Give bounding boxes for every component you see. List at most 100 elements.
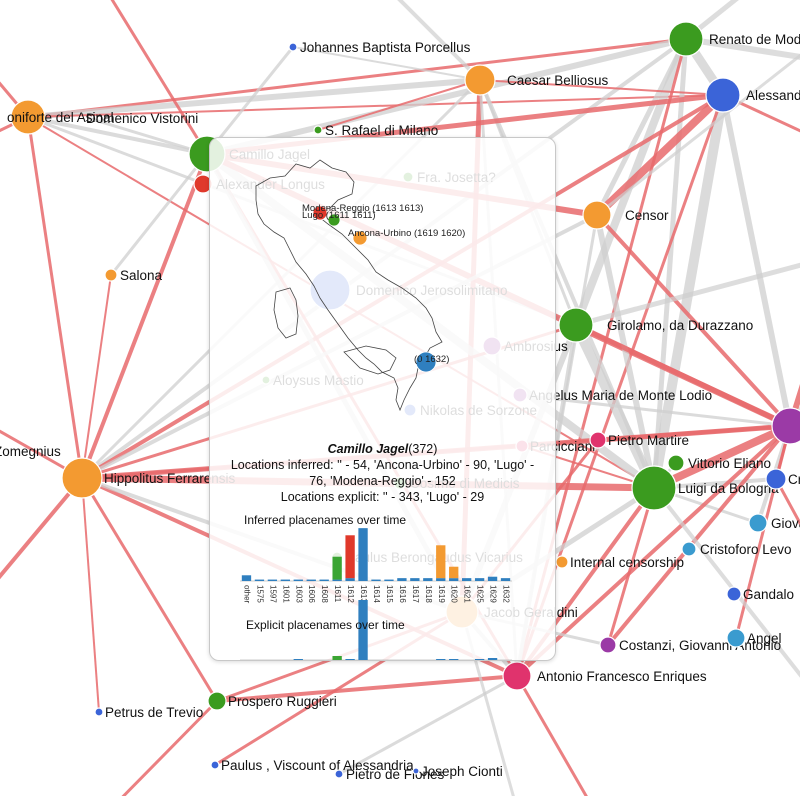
inferred-chart-title: Inferred placenames over time: [244, 513, 407, 527]
bar-inferred-placenames-over-time-1606-unlabelled: [306, 579, 316, 581]
node-v[interactable]: V: [771, 407, 800, 445]
node-joseph-cionti[interactable]: Joseph Cionti: [412, 764, 503, 779]
node-v-circle[interactable]: [771, 407, 800, 445]
tick-1597: 1597: [268, 585, 277, 603]
node-renato-de-mod[interactable]: Renato de Mod: [668, 21, 800, 57]
node-alessandr-circle[interactable]: [705, 77, 741, 113]
bar-inferred-placenames-over-time-1617-unlabelled: [410, 578, 420, 581]
tick-1606: 1606: [307, 585, 316, 603]
node-prospero-ruggieri-circle[interactable]: [207, 691, 227, 711]
sicily-outline: [343, 345, 397, 375]
node-oniforte-del-asinal-circle[interactable]: [10, 99, 46, 135]
node-antonio-francesco-enriques-circle[interactable]: [502, 661, 532, 691]
bar-inferred-placenames-over-time-1603-unlabelled: [293, 579, 303, 581]
edge-johannes-baptista-porcellus-caesar-belliosus: [292, 46, 481, 81]
node-s-rafael-di-milano-circle[interactable]: [313, 125, 323, 135]
node-petrus-de-trevio-circle[interactable]: [94, 707, 104, 717]
node-domenico-vistorini[interactable]: Domenico Vistorini: [86, 111, 198, 126]
node-joseph-cionti-circle[interactable]: [412, 767, 420, 775]
bar-inferred-placenames-over-time-1619-unlabelled: [436, 578, 446, 581]
node-girolamo-da-durazzano[interactable]: Girolamo, da Durazzano: [558, 307, 753, 343]
node-vittorio-eliano-circle[interactable]: [667, 454, 685, 472]
node-luigi-da-bologna[interactable]: Luigi da Bologna: [631, 465, 779, 511]
bar-explicit-placenames-over-time-1611-lugo: [332, 656, 342, 660]
bar-inferred-placenames-over-time-1612-modena-reggio: [345, 535, 355, 579]
node-oniforte-del-asinal[interactable]: oniforte del Asinal: [7, 99, 114, 135]
node-johannes-baptista-porcellus-circle[interactable]: [288, 42, 298, 52]
tick-1625: 1625: [476, 585, 485, 603]
node-cri-circle[interactable]: [765, 468, 787, 490]
bar-explicit-placenames-over-time-1629-unlabelled: [487, 658, 498, 660]
node-paulus-viscount-of-alessandria[interactable]: Paulus , Viscount of Alessandria: [210, 758, 414, 773]
node-angel[interactable]: Angel: [726, 628, 782, 648]
sardinia-outline: [273, 287, 299, 339]
bar-inferred-placenames-over-time-1620-unlabelled: [449, 578, 459, 581]
node-cri[interactable]: Cri: [765, 468, 800, 490]
edge-alessandr-censor: [594, 92, 726, 218]
node-censor-circle[interactable]: [582, 200, 612, 230]
node-girolamo-da-durazzano-circle[interactable]: [558, 307, 594, 343]
node-cristoforo-levo[interactable]: Cristoforo Levo: [681, 541, 792, 557]
node-pietro-martire-circle[interactable]: [589, 431, 607, 449]
node-pietro-de-fiones[interactable]: Pietro de Fiones: [334, 767, 445, 782]
node-caesar-belliosus[interactable]: Caesar Belliosus: [464, 64, 609, 96]
node-salona-circle[interactable]: [104, 268, 118, 282]
node-paulus-viscount-of-alessandria-label: Paulus , Viscount of Alessandria: [221, 758, 414, 773]
bar-inferred-placenames-over-time-1613-unlabelled: [358, 528, 368, 581]
node-pietro-de-fiones-circle[interactable]: [334, 769, 344, 779]
node-giova-circle[interactable]: [748, 513, 768, 533]
node-gandalo[interactable]: Gandalo: [726, 586, 794, 602]
node-caesar-belliosus-circle[interactable]: [464, 64, 496, 96]
node-prospero-ruggieri-label: Prospero Ruggieri: [228, 694, 337, 709]
tick-1619: 1619: [437, 585, 446, 603]
node-gandalo-circle[interactable]: [726, 586, 742, 602]
node-antonio-francesco-enriques[interactable]: Antonio Francesco Enriques: [502, 661, 707, 691]
tick-1601: 1601: [281, 585, 290, 603]
node-cristoforo-levo-circle[interactable]: [681, 541, 697, 557]
edge-angelus-maria-de-monte-lodio-v: [519, 393, 791, 428]
node-angel-label: Angel: [747, 631, 782, 646]
node-petrus-de-trevio[interactable]: Petrus de Trevio: [94, 705, 203, 720]
map-label-ancona-urbino-1619-1620: Ancona-Urbino (1619 1620): [348, 228, 465, 239]
node-salona[interactable]: Salona: [104, 268, 163, 283]
node-vittorio-eliano[interactable]: Vittorio Eliano: [667, 454, 771, 472]
node-pietro-martire[interactable]: Pietro Martire: [589, 431, 689, 449]
node-prospero-ruggieri[interactable]: Prospero Ruggieri: [207, 691, 337, 711]
bar-inferred-placenames-over-time-1608-unlabelled: [319, 579, 329, 581]
node-hippolitus-ferrarensis[interactable]: Hippolitus Ferrarensis: [61, 457, 236, 499]
edge-luigi-da-bologna-v: [652, 422, 792, 492]
tick-1621: 1621: [463, 585, 472, 603]
edge-renato-de-mod-luigi-da-bologna: [651, 38, 689, 489]
map-label-modena-reggio-1613-1613: Modena-Reggio (1613 1613): [302, 203, 423, 214]
node-internal-censorship-circle[interactable]: [555, 555, 569, 569]
edge-girolamo-da-durazzano-v: [574, 322, 792, 429]
edge-salona-hippolitus-ferrarensis: [81, 274, 112, 479]
node-angel-circle[interactable]: [726, 628, 746, 648]
node-s-rafael-di-milano[interactable]: S. Rafael di Milano: [313, 123, 438, 138]
node-gandalo-label: Gandalo: [743, 587, 794, 602]
edge-domenico-vistorini-camillo-jagel: [87, 116, 208, 156]
node-costanzi-giovanni-antonio-circle[interactable]: [599, 636, 617, 654]
node-renato-de-mod-circle[interactable]: [668, 21, 704, 57]
edge-alessandr-luigi-da-bologna: [649, 94, 728, 489]
node-zomegnius[interactable]: Zomegnius: [0, 444, 61, 459]
node-censor[interactable]: Censor: [582, 200, 669, 230]
bar-explicit-placenames-over-time-1619-unlabelled: [436, 659, 446, 660]
node-internal-censorship[interactable]: Internal censorship: [555, 555, 684, 570]
node-hippolitus-ferrarensis-circle[interactable]: [61, 457, 103, 499]
node-luigi-da-bologna-circle[interactable]: [631, 465, 677, 511]
node-giova[interactable]: Giova: [748, 513, 800, 533]
edge-oniforte-del-asinal-hippolitus-ferrarensis: [26, 116, 84, 479]
node-caesar-belliosus-label: Caesar Belliosus: [507, 73, 609, 88]
bar-inferred-placenames-over-time-1629-unlabelled: [487, 576, 498, 581]
node-s-rafael-di-milano-label: S. Rafael di Milano: [325, 123, 438, 138]
bar-inferred-placenames-over-time-1619-ancona-urbino: [436, 545, 446, 579]
node-paulus-viscount-of-alessandria-circle[interactable]: [210, 760, 220, 770]
tooltip-inferred-line-2: 76, 'Modena-Reggio' - 152: [309, 474, 456, 488]
tick-1613: 1613: [359, 585, 368, 603]
node-johannes-baptista-porcellus[interactable]: Johannes Baptista Porcellus: [288, 40, 471, 55]
map-point-lugo-1611-1611: [327, 213, 341, 227]
tick-1611: 1611: [333, 585, 342, 603]
node-cristoforo-levo-label: Cristoforo Levo: [700, 542, 792, 557]
node-alessandr[interactable]: Alessandr: [705, 77, 800, 113]
